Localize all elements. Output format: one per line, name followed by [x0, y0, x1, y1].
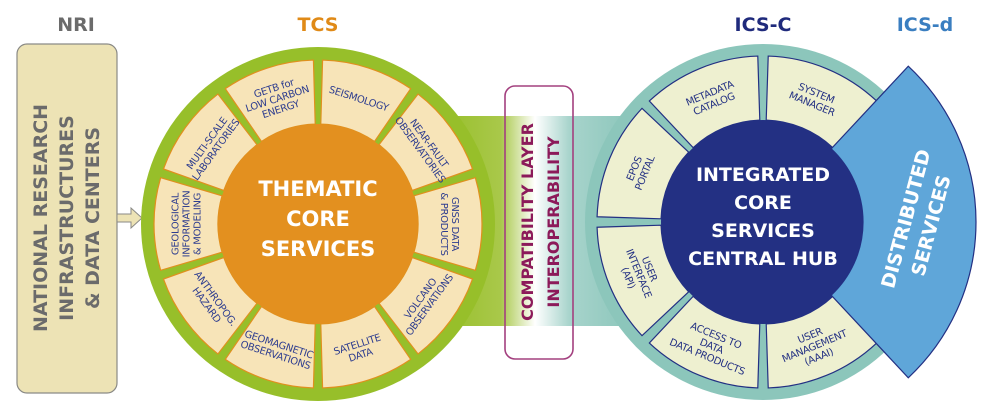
- tcs-segment-label: GEOLOGICAL: [171, 192, 182, 255]
- compatibility-layer-label: COMPATIBILITY LAYER: [518, 123, 537, 321]
- ics-center-line-4: CENTRAL HUB: [688, 248, 838, 270]
- tcs-center-line-3: SERVICES: [261, 237, 376, 261]
- nri-box: NATIONAL RESEARCH INFRASTRUCTURES & DATA…: [16, 43, 118, 394]
- ics-d-header: ICS-d: [897, 14, 954, 36]
- distributed-services-arc: [830, 65, 977, 379]
- tcs-segment-label: INFORMATION: [182, 191, 193, 258]
- nri-label-line-1: NATIONAL RESEARCH: [30, 104, 52, 332]
- arrow-right-icon: [116, 206, 143, 230]
- ics-c-header: ICS-C: [735, 14, 792, 36]
- tcs-segment-label: & MODELING: [193, 193, 204, 255]
- tcs-center-line-2: CORE: [286, 207, 350, 231]
- compatibility-layer-box: COMPATIBILITY LAYER INTEROPERABILITY: [504, 85, 574, 360]
- tcs-header: TCS: [298, 14, 339, 36]
- ics-core-circle: [661, 120, 865, 324]
- nri-label-line-3: & DATA CENTERS: [82, 127, 104, 309]
- interoperability-label: INTEROPERABILITY: [544, 136, 563, 308]
- ics-wheel: SYSTEMMANAGERUSERMANAGEMENT(AAAI)ACCESS …: [585, 44, 977, 400]
- ics-center-line-2: CORE: [734, 192, 792, 214]
- tcs-segment-label: GNSS DATA: [449, 197, 460, 252]
- tcs-segment-anthropogenic-hazard: ANTHROPOG.HAZARD: [162, 256, 258, 355]
- ics-center-line-1: INTEGRATED: [696, 164, 830, 186]
- nri-label-line-2: INFRASTRUCTURES: [56, 115, 78, 321]
- tcs-core-circle: [218, 124, 418, 324]
- tcs-center-line-1: THEMATIC: [258, 177, 377, 201]
- nri-header: NRI: [57, 14, 95, 36]
- tcs-segment-label: & PRODUCTS: [438, 192, 449, 255]
- ics-center-line-3: SERVICES: [711, 220, 815, 242]
